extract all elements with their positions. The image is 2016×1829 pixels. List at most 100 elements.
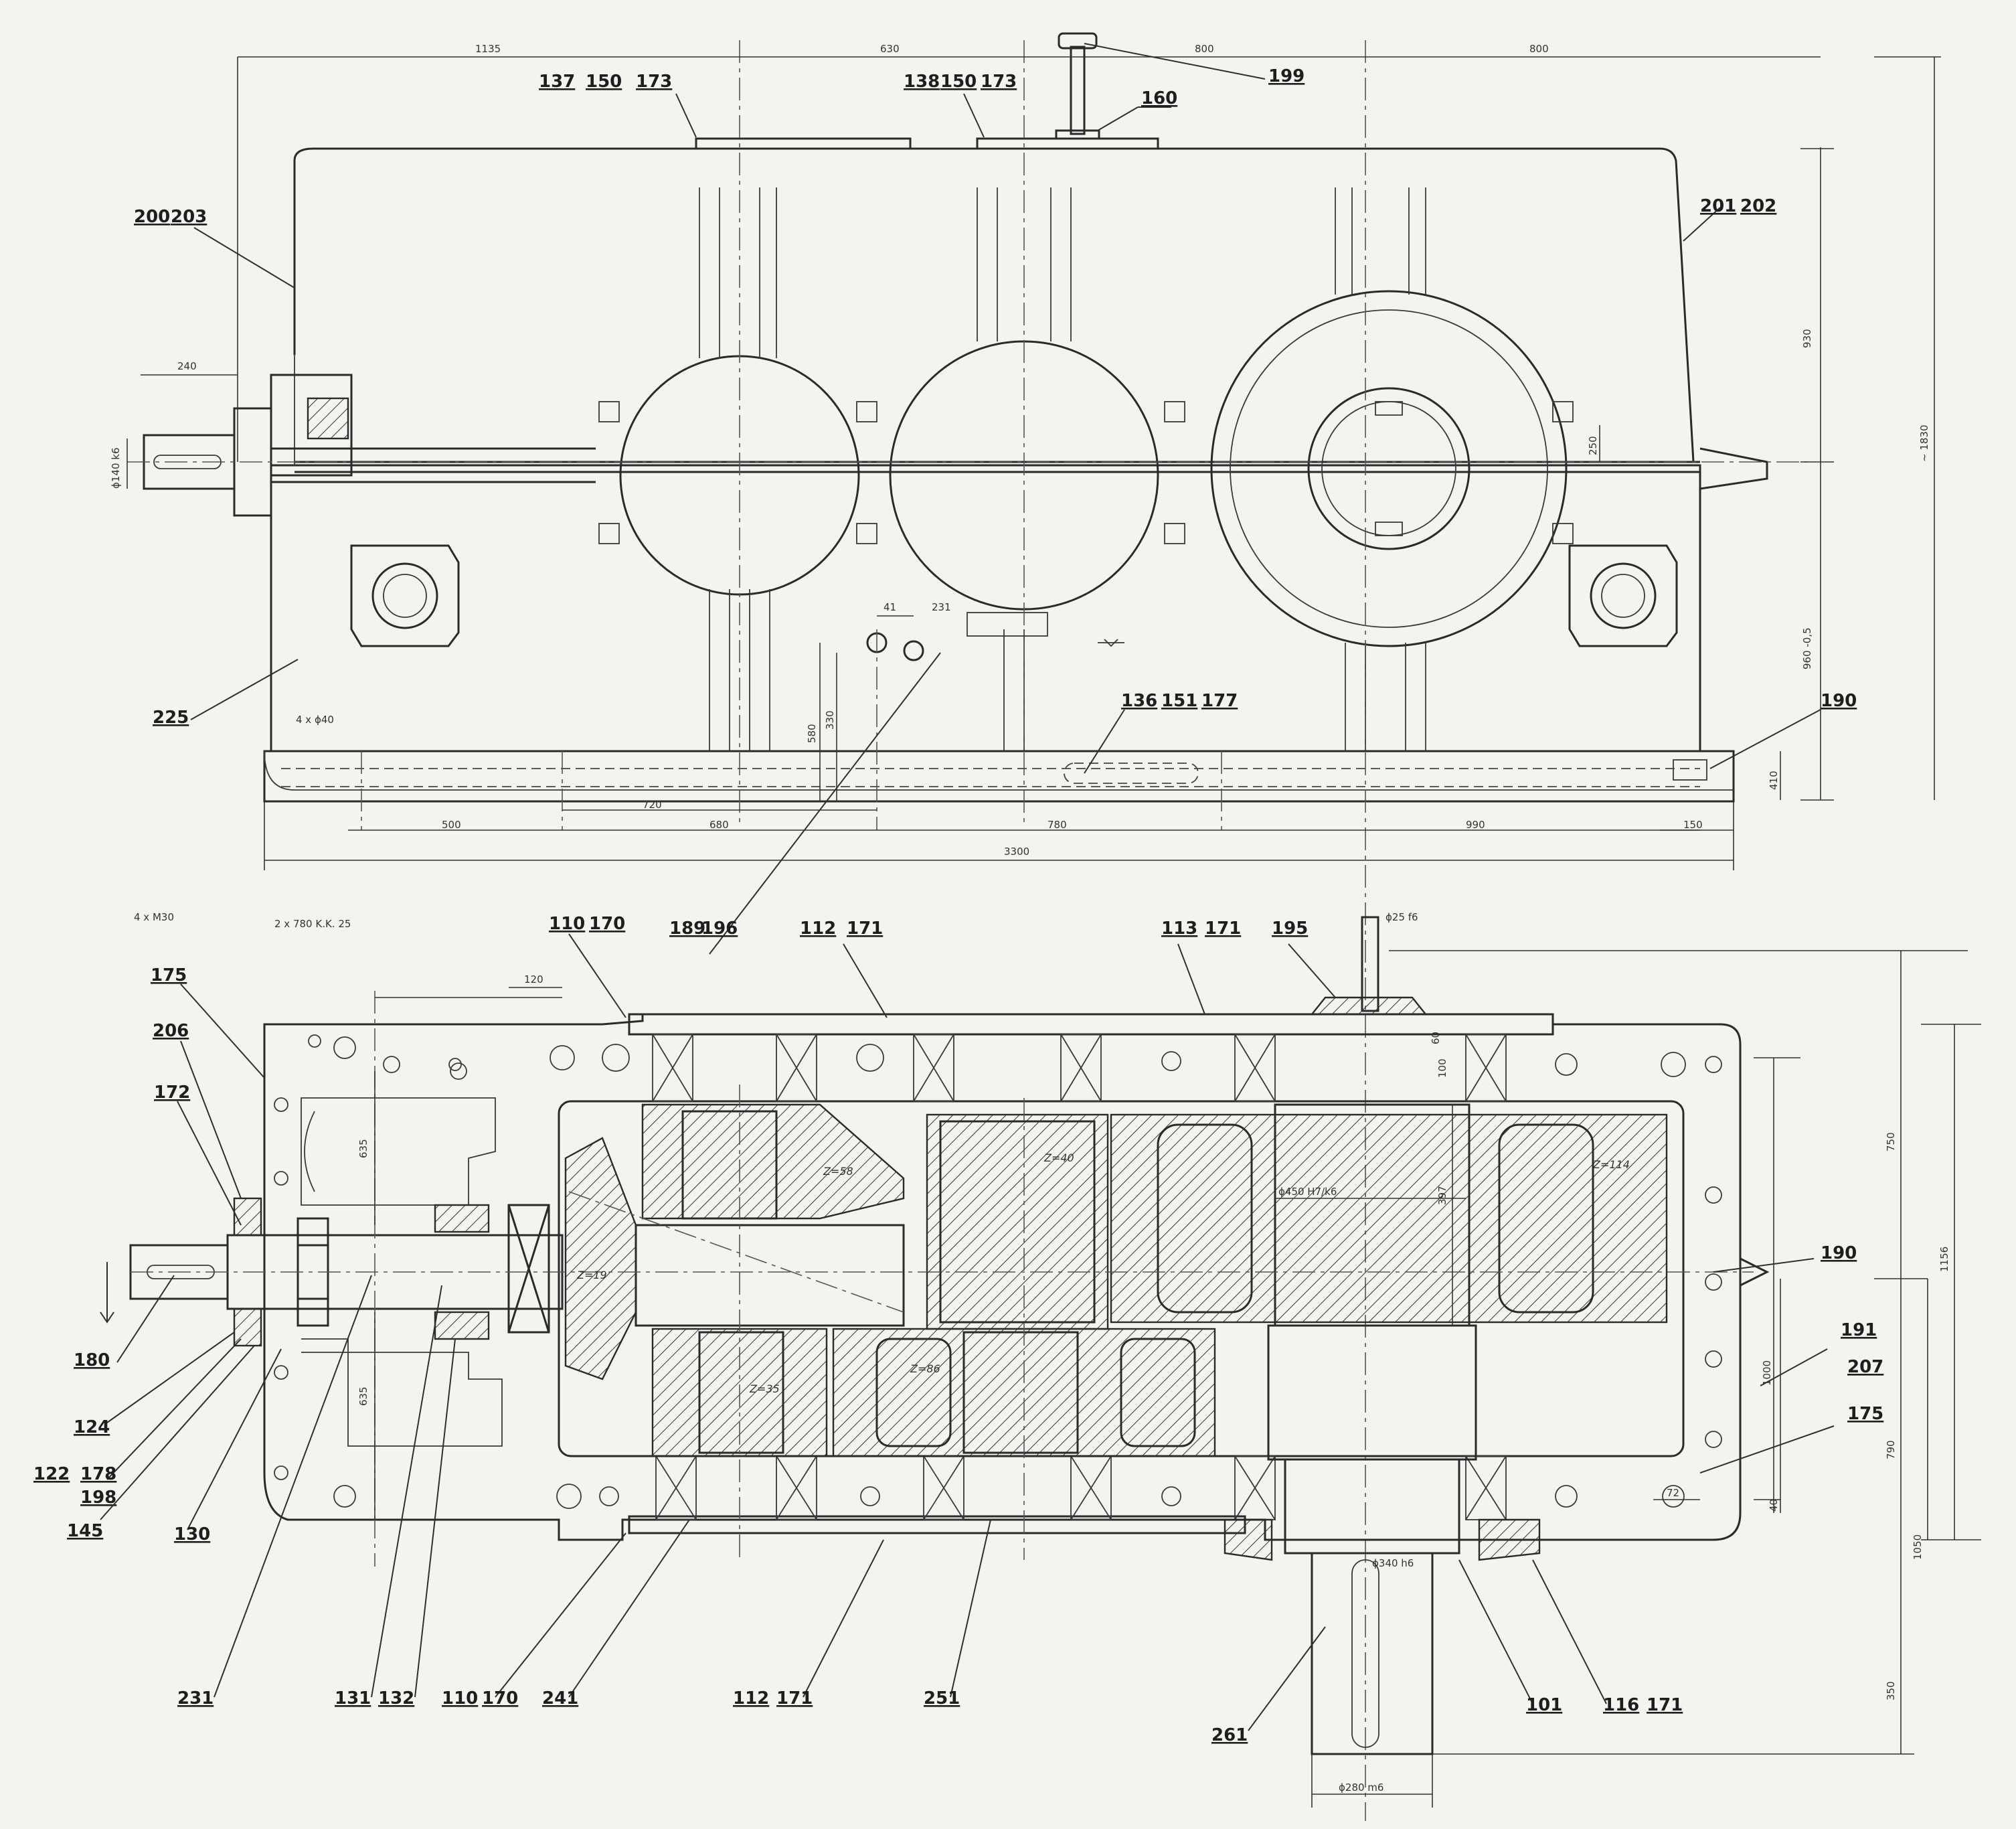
dim-231: 231 [932, 601, 951, 613]
output-bore [1307, 387, 1471, 550]
output-shaft-end [1311, 1552, 1434, 1755]
label-137: 137 [539, 72, 575, 92]
label-180: 180 [74, 1350, 110, 1370]
dim-350: 350 [1885, 1681, 1897, 1700]
dim-40: 40 [1768, 1499, 1780, 1512]
label-170b: 170 [482, 1688, 518, 1708]
output-gear-web-left [1157, 1123, 1253, 1314]
dim-800b: 800 [1529, 43, 1549, 55]
label-207: 207 [1847, 1357, 1883, 1377]
gear-z40: Z=40 [1043, 1151, 1074, 1164]
label-225: 225 [153, 708, 189, 728]
dim-330: 330 [824, 710, 836, 730]
top-view-dimension-texts: 1135 630 800 800 240 930 ~ 1830 960 -0,5… [110, 43, 1930, 858]
input-seal-cover-bottom [233, 1307, 262, 1347]
label-195: 195 [1272, 919, 1308, 939]
label-251: 251 [924, 1688, 960, 1708]
top-elevation-view [127, 32, 1941, 1821]
label-151: 151 [1161, 691, 1197, 711]
bevel-pinion [564, 1137, 637, 1380]
dim-phi25: ϕ25 f6 [1385, 911, 1418, 923]
label-198: 198 [80, 1488, 116, 1508]
bearings-bottom-row [655, 1455, 1507, 1520]
label-190-bottom: 190 [1821, 1243, 1857, 1263]
dim-1135: 1135 [475, 43, 501, 55]
label-170a: 170 [589, 914, 625, 934]
label-201: 201 [1700, 196, 1736, 216]
dim-1830: ~ 1830 [1918, 424, 1930, 462]
dim-150: 150 [1683, 819, 1703, 831]
label-202: 202 [1740, 196, 1776, 216]
label-190-top: 190 [1821, 691, 1857, 711]
label-178: 178 [80, 1464, 116, 1484]
dim-720: 720 [643, 799, 662, 811]
dim-410: 410 [1768, 771, 1780, 790]
label-124: 124 [74, 1417, 110, 1437]
dim-780: 780 [1047, 819, 1067, 831]
label-172: 172 [154, 1083, 190, 1103]
label-206: 206 [153, 1021, 189, 1041]
dim-930: 930 [1801, 329, 1813, 348]
label-196: 196 [701, 919, 738, 939]
bottom-view-dimension-texts: 4 x M30 2 x 780 K.K. 25 120 635 635 ϕ450… [134, 911, 1950, 1794]
dim-240: 240 [177, 360, 197, 372]
input-bearing-1 [297, 1217, 329, 1247]
base-plate [263, 750, 1735, 803]
lifting-lug-right [1568, 544, 1678, 647]
label-191: 191 [1841, 1320, 1877, 1340]
label-131: 131 [335, 1688, 371, 1708]
label-231: 231 [177, 1688, 214, 1708]
bearing-boss-3 [1210, 290, 1568, 647]
label-175b: 175 [1847, 1404, 1883, 1424]
breather-stem [1070, 46, 1086, 135]
label-136: 136 [1121, 691, 1157, 711]
label-145: 145 [67, 1521, 103, 1541]
gear-z19: Z=19 [576, 1269, 607, 1281]
drain-plug [1673, 759, 1707, 781]
bearings-top-row [652, 1034, 1507, 1102]
dim-1050: 1050 [1912, 1534, 1924, 1560]
dim-1000: 1000 [1761, 1360, 1773, 1386]
input-bearing-2 [434, 1204, 490, 1233]
dim-790: 790 [1885, 1440, 1897, 1459]
input-bearing-cover [270, 374, 353, 477]
inspection-lid-right [976, 137, 1159, 150]
gear-z58: Z=58 [823, 1165, 853, 1178]
dim-750: 750 [1885, 1132, 1897, 1151]
dim-580: 580 [806, 724, 818, 743]
lifting-lug-left [350, 544, 460, 647]
label-200: 200 [134, 207, 170, 227]
dim-4xd40: 4 x ϕ40 [296, 714, 334, 726]
label-110a: 110 [549, 914, 585, 934]
label-113: 113 [1161, 919, 1197, 939]
dim-397: 397 [1436, 1186, 1448, 1205]
label-160: 160 [1141, 88, 1177, 108]
label-171c: 171 [776, 1688, 813, 1708]
dim-960: 960 -0,5 [1801, 627, 1813, 669]
dim-phi450: ϕ450 H7/k6 [1278, 1186, 1337, 1198]
top-view-part-labels: 199 160 137 150 173 138 150 173 200 203 … [134, 43, 1857, 774]
housing-outline [263, 1013, 1742, 1541]
label-175a: 175 [151, 965, 187, 985]
label-177: 177 [1201, 691, 1238, 711]
housing-top-flange [628, 1013, 1554, 1036]
label-173b: 173 [981, 72, 1017, 92]
label-116: 116 [1603, 1695, 1639, 1715]
dim-630: 630 [880, 43, 900, 55]
gear-tooth-counts: Z=19 Z=58 Z=40 Z=114 Z=35 Z=86 [576, 1151, 1630, 1395]
dim-635b: 635 [357, 1386, 369, 1406]
dim-250: 250 [1587, 436, 1599, 455]
label-241: 241 [542, 1688, 578, 1708]
bottom-section-view [100, 916, 1981, 1808]
lower-housing [270, 464, 1701, 752]
label-150b: 150 [940, 72, 977, 92]
dim-1156: 1156 [1938, 1247, 1950, 1272]
label-130: 130 [174, 1524, 210, 1544]
upper-cover [293, 147, 1695, 463]
label-112a: 112 [800, 919, 836, 939]
oil-level-gauge-2 [903, 640, 924, 661]
dim-conn: 2 x 780 K.K. 25 [274, 918, 351, 930]
dim-72: 72 [1667, 1487, 1679, 1499]
intermediate-pinion-2 [926, 1113, 1109, 1330]
label-112b: 112 [733, 1688, 769, 1708]
